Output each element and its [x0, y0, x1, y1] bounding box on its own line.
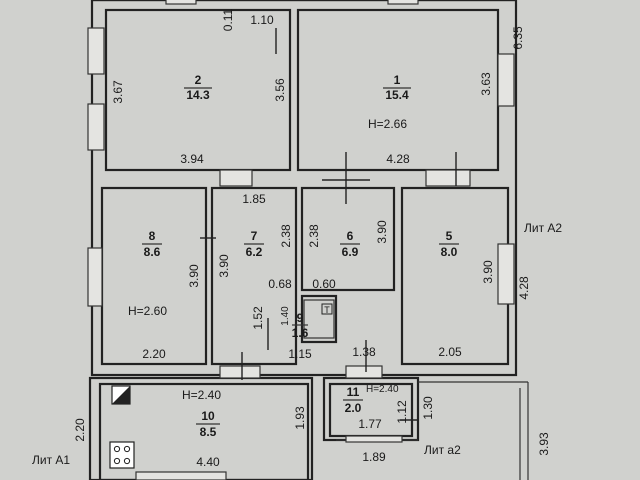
- dim-4-28-top: 4.28: [386, 152, 410, 166]
- label-lit-a2: Лит А2: [524, 221, 562, 235]
- dim-0-68: 0.68: [268, 277, 292, 291]
- dim-3-90-r5: 3.90: [481, 260, 495, 284]
- room-labels: 2 14.3 1 15.4 8 8.6 7 6.2 6 6.9 5 8.0 9 …: [142, 73, 459, 439]
- room-9-area: 1.6: [292, 326, 309, 340]
- dim-1-15: 1.15: [288, 347, 312, 361]
- stove-icon: [109, 441, 135, 469]
- room-9-number: 9: [297, 311, 304, 325]
- room-7-area: 6.2: [246, 245, 263, 259]
- dim-2-05: 2.05: [438, 345, 462, 359]
- dimensions: 0.11 1.10 6.35 3.67 3.56 3.63 3.94 4.28 …: [73, 8, 551, 469]
- room-6-area: 6.9: [342, 245, 359, 259]
- room-5-number: 5: [446, 229, 453, 243]
- dim-1-12: 1.12: [395, 400, 409, 424]
- dim-4-28-side: 4.28: [517, 276, 531, 300]
- dim-3-90-r7: 3.90: [217, 254, 231, 278]
- dim-1-89: 1.89: [362, 450, 386, 464]
- dim-3-90-r6: 3.90: [375, 220, 389, 244]
- dim-1-52: 1.52: [251, 306, 265, 330]
- room-1-number: 1: [394, 73, 401, 87]
- dim-3-63: 3.63: [479, 72, 493, 96]
- dim-3-67: 3.67: [111, 80, 125, 104]
- dim-1-38: 1.38: [352, 345, 376, 359]
- block-labels: Лит А2 Лит А1 Лит а2: [32, 221, 562, 467]
- room-2-area: 14.3: [186, 88, 210, 102]
- height-room-10: H=2.40: [182, 388, 221, 402]
- room-7-number: 7: [251, 229, 258, 243]
- room-11-number: 11: [347, 385, 360, 399]
- dim-2-20-r8: 2.20: [142, 347, 166, 361]
- dim-2-20-left: 2.20: [73, 418, 87, 442]
- dim-1-40: 1.40: [280, 306, 291, 326]
- room-11-area: 2.0: [345, 401, 362, 415]
- height-labels: H=2.66 H=2.60 H=2.40 H=2.40: [128, 117, 407, 402]
- dim-2-38-a: 2.38: [279, 224, 293, 248]
- dim-1-93: 1.93: [293, 406, 307, 430]
- dim-3-94: 3.94: [180, 152, 204, 166]
- t-marker-text: Т: [324, 305, 330, 315]
- room-2-number: 2: [195, 73, 202, 87]
- room-10-area: 8.5: [200, 425, 217, 439]
- label-lit-a1: Лит А1: [32, 453, 70, 467]
- dim-2-38-b: 2.38: [307, 224, 321, 248]
- dim-0-11: 0.11: [221, 8, 235, 31]
- height-room-8: H=2.60: [128, 304, 167, 318]
- dim-6-35: 6.35: [511, 26, 525, 50]
- height-room-1: H=2.66: [368, 117, 407, 131]
- dim-1-77: 1.77: [358, 417, 382, 431]
- dim-1-85: 1.85: [242, 192, 266, 206]
- dim-4-40: 4.40: [196, 455, 220, 469]
- room-8-area: 8.6: [144, 245, 161, 259]
- windows: [87, 0, 515, 480]
- dim-1-30: 1.30: [421, 396, 435, 420]
- dim-3-56: 3.56: [273, 78, 287, 102]
- room-8-number: 8: [149, 229, 156, 243]
- dim-3-90-r8: 3.90: [187, 264, 201, 288]
- dim-1-10: 1.10: [250, 13, 274, 27]
- boiler-icon: [111, 385, 131, 405]
- room-5-area: 8.0: [441, 245, 458, 259]
- room-6-number: 6: [347, 229, 354, 243]
- height-room-11: H=2.40: [366, 384, 399, 395]
- room-10-number: 10: [201, 409, 215, 423]
- dim-0-60: 0.60: [312, 277, 336, 291]
- doors: [200, 28, 457, 421]
- dim-3-93: 3.93: [537, 432, 551, 456]
- t-marker: Т: [321, 303, 333, 315]
- room-1-area: 15.4: [385, 88, 409, 102]
- label-lit-a2-small: Лит а2: [424, 443, 461, 457]
